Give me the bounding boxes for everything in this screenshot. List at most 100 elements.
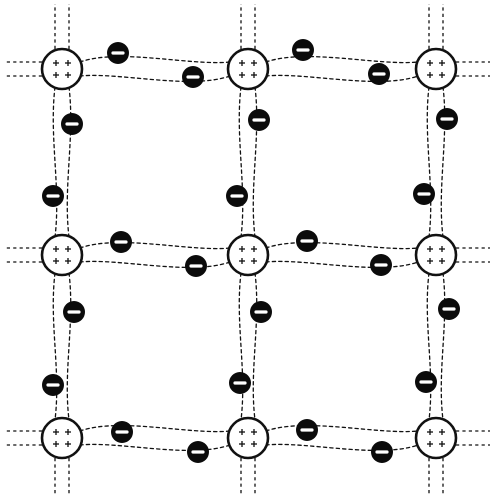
bond-line-lower: [79, 74, 231, 83]
plus-sign: [239, 246, 245, 252]
vertical-bond: [238, 86, 258, 238]
electron: [368, 63, 390, 85]
bond-line-right: [252, 272, 258, 421]
electron: [413, 183, 435, 205]
bond-line-lower: [79, 443, 231, 452]
ion-circle: [226, 47, 270, 91]
plus-sign: [65, 60, 71, 66]
ion-circle: [414, 416, 458, 460]
plus-sign: [65, 258, 71, 264]
plus-sign: [65, 246, 71, 252]
vertical-bond: [426, 272, 446, 421]
plus-sign: [53, 441, 59, 447]
bond-line-right: [66, 272, 72, 421]
bond-line-left: [238, 272, 244, 421]
electron: [61, 113, 83, 135]
plus-sign: [427, 258, 433, 264]
plus-sign: [65, 441, 71, 447]
horizontal-bond: [79, 424, 231, 452]
horizontal-bond: [265, 241, 419, 269]
ion-circle: [414, 233, 458, 277]
positive-ion: [414, 416, 458, 460]
plus-sign: [65, 72, 71, 78]
vertical-bond: [52, 272, 72, 421]
plus-sign: [251, 429, 257, 435]
electron: [250, 301, 272, 323]
plus-sign: [239, 441, 245, 447]
horizontal-bond: [265, 424, 419, 452]
ion-circle: [226, 416, 270, 460]
bond-line-left: [52, 86, 58, 238]
electron: [296, 230, 318, 252]
bond-line-lower: [79, 260, 231, 269]
plus-sign: [239, 72, 245, 78]
plus-sign: [251, 60, 257, 66]
plus-sign: [439, 441, 445, 447]
ion-circle: [40, 416, 84, 460]
electron: [248, 109, 270, 131]
plus-sign: [239, 60, 245, 66]
plus-sign: [439, 72, 445, 78]
plus-sign: [53, 246, 59, 252]
electron: [438, 298, 460, 320]
electron: [110, 231, 132, 253]
bond-line-upper: [79, 241, 231, 250]
electron: [42, 185, 64, 207]
plus-sign: [439, 60, 445, 66]
electron: [229, 372, 251, 394]
plus-sign: [427, 60, 433, 66]
ion-circle: [40, 233, 84, 277]
bond-line-right: [66, 86, 72, 238]
bond-line-upper: [265, 55, 419, 64]
plus-sign: [251, 258, 257, 264]
electron: [415, 371, 437, 393]
bond-line-upper: [265, 241, 419, 250]
plus-sign: [427, 441, 433, 447]
plus-sign: [239, 429, 245, 435]
bond-line-upper: [79, 55, 231, 64]
positive-ion: [226, 47, 270, 91]
electron: [436, 108, 458, 130]
electron: [371, 441, 393, 463]
ion-circle: [414, 47, 458, 91]
plus-sign: [427, 429, 433, 435]
edge-bond-stubs: [4, 4, 490, 496]
ion-circle: [226, 233, 270, 277]
plus-sign: [439, 258, 445, 264]
bond-line-right: [440, 272, 446, 421]
bonding-electrons: [42, 39, 460, 463]
plus-sign: [439, 429, 445, 435]
plus-sign: [53, 429, 59, 435]
plus-sign: [427, 72, 433, 78]
positive-ion: [40, 233, 84, 277]
positive-ion: [226, 233, 270, 277]
horizontal-bond: [79, 241, 231, 269]
horizontal-bond: [265, 55, 419, 83]
positive-ion: [40, 416, 84, 460]
electron: [42, 374, 64, 396]
plus-sign: [53, 60, 59, 66]
plus-sign: [65, 429, 71, 435]
bond-line-left: [426, 272, 432, 421]
bond-line-left: [52, 272, 58, 421]
bond-line-lower: [265, 260, 419, 269]
plus-sign: [251, 441, 257, 447]
vertical-bond: [52, 86, 72, 238]
plus-sign: [251, 246, 257, 252]
vertical-bond: [238, 272, 258, 421]
bond-line-left: [426, 86, 432, 238]
bond-line-lower: [265, 74, 419, 83]
electron: [111, 421, 133, 443]
positive-ions: [40, 47, 458, 460]
plus-sign: [53, 258, 59, 264]
positive-ion: [414, 233, 458, 277]
electron: [370, 254, 392, 276]
plus-sign: [251, 72, 257, 78]
horizontal-bond: [79, 55, 231, 83]
positive-ion: [414, 47, 458, 91]
bond-line-upper: [265, 424, 419, 433]
positive-ion: [226, 416, 270, 460]
electron: [187, 441, 209, 463]
